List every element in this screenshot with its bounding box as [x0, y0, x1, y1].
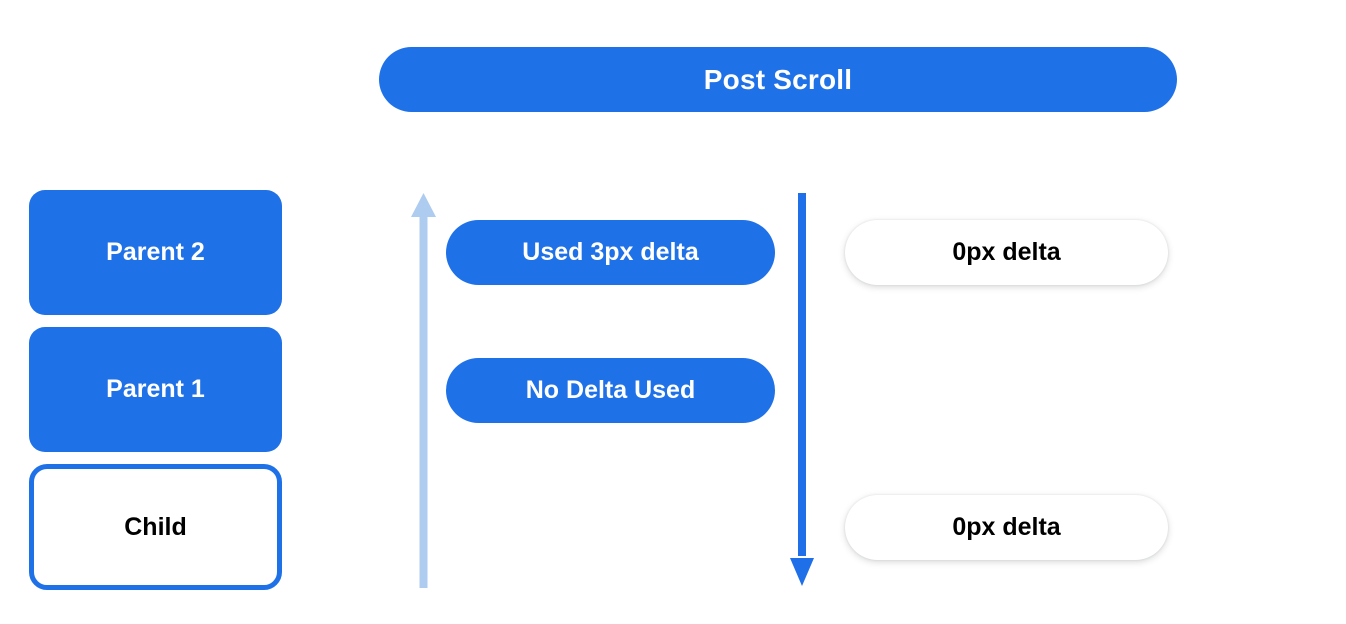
right-pill-delta-bottom: 0px delta: [845, 495, 1168, 560]
middle-pill-no-delta: No Delta Used: [446, 358, 775, 423]
scroll-down-arrow-icon: [790, 193, 814, 586]
node-parent-1[interactable]: Parent 1: [29, 327, 282, 452]
middle-pill-used-delta: Used 3px delta: [446, 220, 775, 285]
node-child[interactable]: Child: [29, 464, 282, 590]
right-pill-delta-top: 0px delta: [845, 220, 1168, 285]
page-title: Post Scroll: [379, 47, 1177, 112]
scroll-up-arrow-icon: [411, 193, 436, 588]
node-parent-2[interactable]: Parent 2: [29, 190, 282, 315]
